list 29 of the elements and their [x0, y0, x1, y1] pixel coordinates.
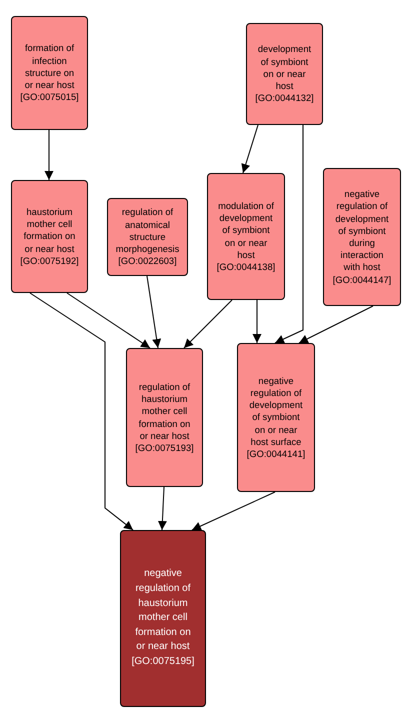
arrow	[184, 300, 232, 348]
term-box	[246, 23, 323, 125]
term-box	[207, 173, 285, 300]
term-box	[11, 16, 88, 130]
term-box	[237, 343, 315, 492]
arrow	[298, 306, 374, 344]
arrow	[146, 276, 162, 348]
term-box	[107, 198, 188, 276]
term-label: negative regulation of haustorium mother cell formation on or near host [GO:0075195]	[132, 567, 194, 669]
term-label: regulation of haustorium mother cell formation on or near host [GO:0075193]	[135, 380, 194, 454]
term-label: negative regulation of development of symbiont during interaction with host [GO:0044147]	[332, 188, 392, 286]
arrow	[274, 124, 304, 344]
term-label: formation of infection structure on or near host [GO:0075015]	[20, 42, 79, 104]
term-label: development of symbiont on or near host [GO:0044132]	[255, 43, 314, 104]
term-box	[11, 180, 88, 293]
arrow	[66, 292, 150, 348]
term-label: negative regulation of development of symbiont on or near host surface [GO:0044141]	[246, 374, 306, 460]
term-box	[126, 348, 203, 487]
term-label: modulation of development of symbiont on or near host [GO:0044138]	[216, 200, 276, 274]
arrow	[44, 130, 54, 180]
term-label: regulation of anatomical structure morphogenesis [GO:0022603]	[116, 206, 180, 268]
arrow	[192, 492, 276, 530]
term-box	[323, 168, 401, 306]
arrow	[252, 300, 262, 344]
term-box	[120, 530, 206, 707]
arrow	[241, 124, 258, 174]
arrow	[30, 292, 134, 530]
term-label: haustorium mother cell formation on or near host [GO:0075192]	[20, 206, 79, 267]
arrow	[158, 486, 167, 530]
